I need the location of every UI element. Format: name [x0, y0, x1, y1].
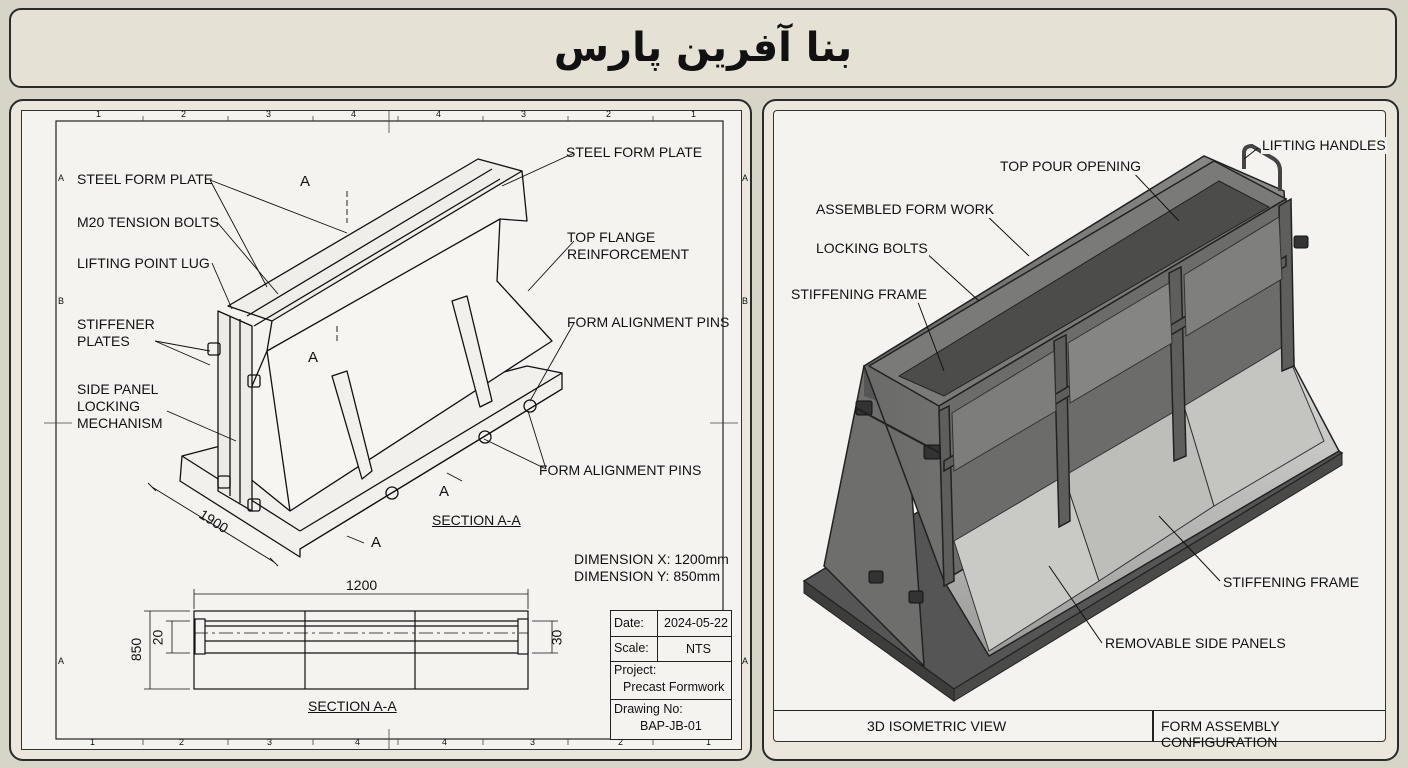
footer-view-label: 3D ISOMETRIC VIEW — [867, 718, 1007, 734]
section-width-label: 1200 — [346, 577, 378, 593]
drawing-frame — [44, 111, 738, 749]
label-lifting-point-lug: LIFTING POINT LUG — [77, 255, 210, 271]
grid-label: 4 — [351, 109, 357, 119]
label-stiffening-frame: STIFFENING FRAME — [790, 286, 929, 303]
isometric-sheet: LIFTING HANDLES TOP POUR OPENING ASSEMBL… — [773, 110, 1387, 750]
date-value: 2024-05-22 — [664, 616, 728, 630]
label-form-alignment-pins: FORM ALIGNMENT PINS — [567, 314, 730, 330]
grid-label: 3 — [521, 109, 527, 119]
title-block: Date: 2024-05-22 Scale: NTS Project: Pre… — [610, 610, 732, 740]
grid-label: 2 — [179, 737, 185, 747]
label-steel-form-plate: STEEL FORM PLATE — [77, 171, 214, 187]
label-removable-side-panels: REMOVABLE SIDE PANELS — [1104, 635, 1287, 652]
label-stiffener-plates: STIFFENER PLATES — [77, 316, 155, 349]
section-left-small-label: 20 — [149, 629, 166, 646]
grid-label: 4 — [355, 737, 361, 747]
label-locking-bolts: LOCKING BOLTS — [815, 240, 929, 257]
isometric-line-drawing — [147, 152, 575, 567]
page-title: بنا آفرین پارس — [553, 25, 853, 71]
grid-label: 4 — [436, 109, 442, 119]
label-top-pour-opening: TOP POUR OPENING — [999, 158, 1143, 175]
grid-label: A — [58, 173, 65, 183]
grid-label: 2 — [181, 109, 187, 119]
dimension-x-note: DIMENSION X: 1200mm — [574, 551, 729, 567]
footer-config-label: FORM ASSEMBLY CONFIGURATION — [1161, 718, 1280, 750]
drawing-sheet: 1 2 3 4 4 3 2 1 1 2 3 4 4 3 2 1 A B A A … — [21, 109, 748, 750]
grid-label: 3 — [267, 737, 273, 747]
grid-label: 4 — [442, 737, 448, 747]
grid-label: A — [58, 656, 65, 666]
grid-label: B — [58, 296, 65, 306]
grid-label: B — [742, 296, 749, 306]
technical-drawing-panel: 1 2 3 4 4 3 2 1 1 2 3 4 4 3 2 1 A B A A … — [9, 99, 752, 761]
grid-label: 3 — [266, 109, 272, 119]
section-marker: A — [300, 173, 311, 190]
label-top-flange: TOP FLANGE REINFORCEMENT — [567, 229, 690, 262]
grid-label: 1 — [691, 109, 697, 119]
label-stiffening-frame: STIFFENING FRAME — [1222, 574, 1361, 591]
label-lifting-handles: LIFTING HANDLES — [1261, 137, 1387, 154]
title-bar: بنا آفرین پارس — [9, 8, 1397, 88]
grid-label: A — [742, 173, 749, 183]
section-marker: A — [371, 534, 382, 551]
isometric-view-panel: LIFTING HANDLES TOP POUR OPENING ASSEMBL… — [762, 99, 1399, 761]
label-steel-form-plate-right: STEEL FORM PLATE — [566, 144, 703, 160]
isometric-render — [802, 143, 1344, 702]
project-value: Precast Formwork — [623, 680, 725, 694]
section-marker: A — [439, 483, 450, 500]
iso-section-caption: SECTION A-A — [432, 512, 521, 528]
grid-label: 1 — [90, 737, 96, 747]
drawing-no-value: BAP-JB-01 — [640, 719, 702, 733]
grid-label: 3 — [530, 737, 536, 747]
scale-label: Scale: — [614, 641, 649, 655]
section-right-small-label: 30 — [548, 629, 565, 646]
dimension-y-note: DIMENSION Y: 850mm — [574, 568, 721, 584]
section-marker: A — [308, 349, 319, 366]
grid-label: 2 — [606, 109, 612, 119]
grid-label: 1 — [706, 737, 712, 747]
section-caption: SECTION A-A — [308, 698, 397, 714]
grid-label: 1 — [96, 109, 102, 119]
section-height-label: 850 — [128, 637, 145, 662]
drawing-no-label: Drawing No: — [614, 702, 683, 716]
grid-label: 2 — [618, 737, 624, 747]
label-side-panel-locking: SIDE PANEL LOCKING MECHANISM — [77, 381, 163, 431]
grid-label: A — [742, 656, 749, 666]
label-form-alignment-pins: FORM ALIGNMENT PINS — [539, 462, 702, 478]
iso-footer: 3D ISOMETRIC VIEW FORM ASSEMBLY CONFIGUR… — [774, 710, 1385, 750]
section-view-drawing — [144, 589, 558, 690]
project-label: Project: — [614, 663, 657, 677]
label-m20-tension-bolts: M20 TENSION BOLTS — [77, 214, 219, 230]
label-assembled-form-work: ASSEMBLED FORM WORK — [815, 201, 996, 218]
date-label: Date: — [614, 616, 644, 630]
scale-value: NTS — [686, 642, 711, 656]
